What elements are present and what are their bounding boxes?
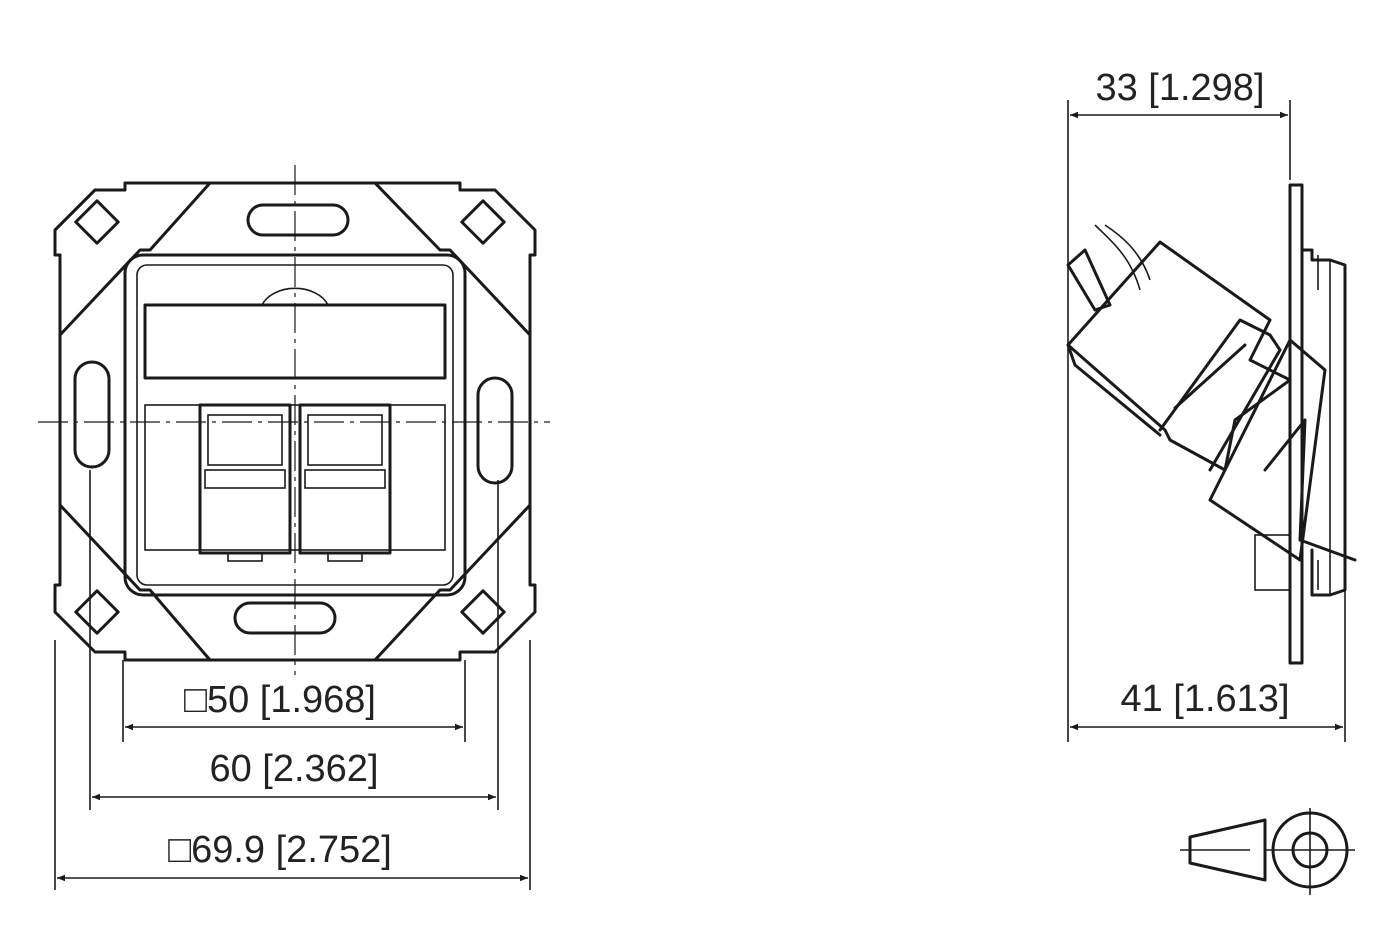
rj45-jack-right: [298, 403, 392, 562]
front-view: [38, 165, 550, 675]
first-angle-projection-icon: [1180, 808, 1355, 895]
dim-depth-module-label: 33 [1.298]: [1095, 67, 1264, 109]
dim-mount-spacing-label: 60 [2.362]: [209, 748, 378, 790]
front-dimensions: □50 [1.968] 60 [2.362] □69.9 [2.752]: [54, 470, 531, 890]
dim-inner-square-label: □50 [1.968]: [184, 679, 376, 721]
dim-outer-square-label: □69.9 [2.752]: [168, 829, 392, 871]
side-view: [1066, 183, 1357, 665]
dim-depth-total-label: 41 [1.613]: [1120, 678, 1289, 720]
module-body: [1066, 240, 1292, 472]
side-dimensions: 33 [1.298] 41 [1.613]: [1067, 67, 1346, 742]
rj45-jack-left: [198, 403, 292, 562]
